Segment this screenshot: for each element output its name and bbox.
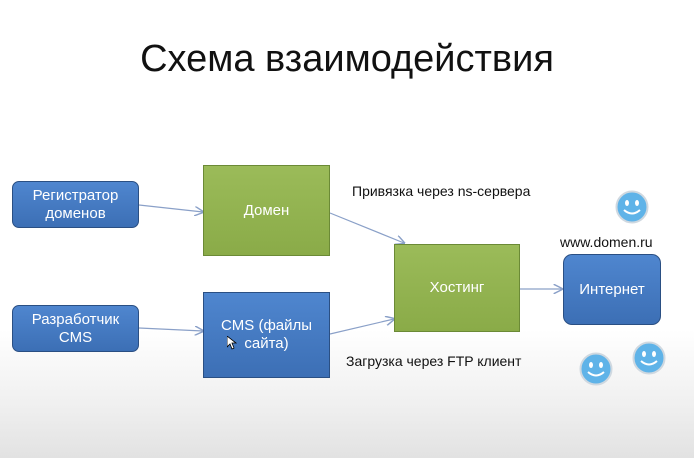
edge-developer-cms [138, 328, 203, 331]
edge-registrar-domain [138, 204, 203, 212]
cursor-icon [227, 336, 237, 350]
node-domain: Домен [203, 165, 330, 256]
label-ftp-upload: Загрузка через FTP клиент [346, 353, 522, 369]
edge-cms-hosting [329, 319, 394, 335]
smiley-face-icon [615, 190, 649, 224]
slide-title: Схема взаимодействия [140, 38, 554, 80]
smiley-face-icon [632, 341, 666, 375]
smiley-face-icon [579, 352, 613, 386]
label-ns-binding: Привязка через ns-сервера [352, 183, 531, 199]
edge-domain-hosting [329, 212, 404, 243]
node-hosting: Хостинг [394, 244, 520, 332]
node-internet: Интернет [563, 254, 661, 325]
label-site-url: www.domen.ru [560, 234, 653, 250]
